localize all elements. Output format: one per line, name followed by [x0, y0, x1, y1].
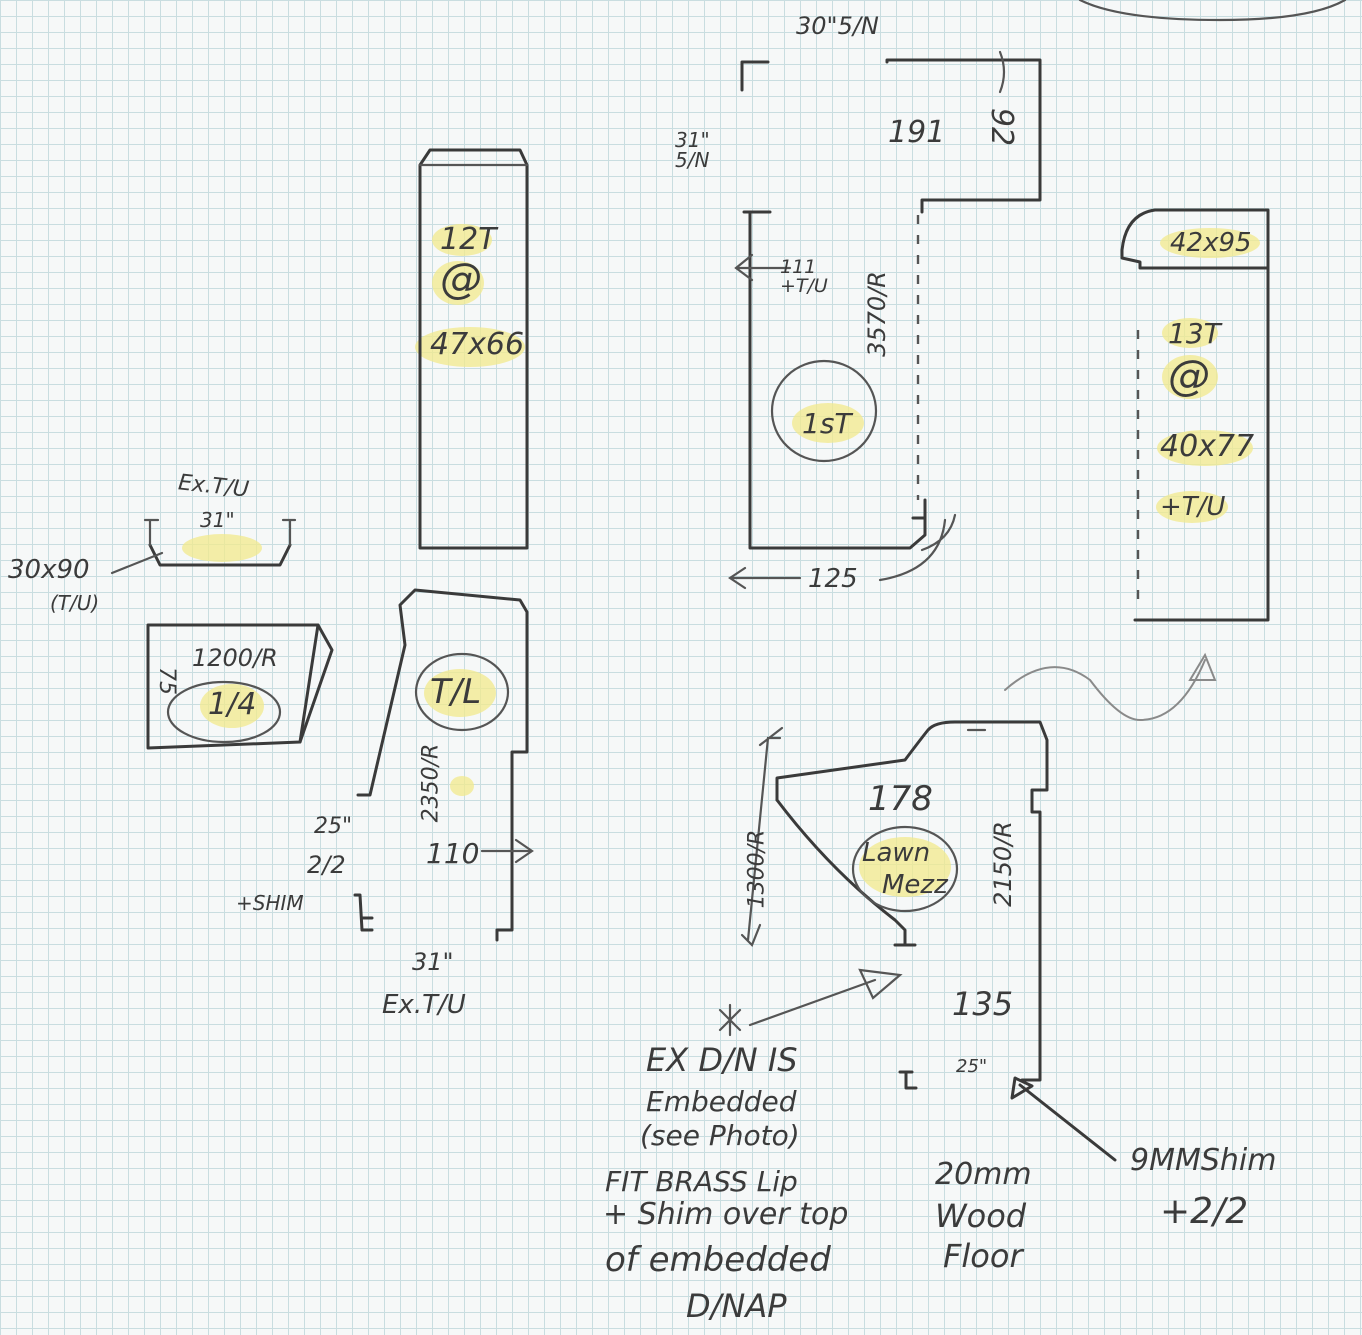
lawn-mezz-line2: Mezz	[882, 870, 948, 900]
room-1st-outline	[728, 50, 1042, 590]
dim-92: 92	[984, 107, 1020, 147]
floor-line2: Wood	[935, 1197, 1027, 1235]
note-shim-over: + Shim over top	[603, 1197, 849, 1232]
shim-left: +SHIM	[236, 891, 304, 915]
ex-tu-bottom: Ex.T/U	[382, 990, 466, 1020]
dim-135: 135	[952, 985, 1014, 1023]
room-lawn-mezz-outline	[718, 720, 1117, 1162]
dim-30-5n: 30"5/N	[796, 12, 879, 40]
dim-40x77: 40x77	[1160, 429, 1255, 464]
note-fit-brass: FIT BRASS Lip	[605, 1165, 798, 1198]
floor-line3: Floor	[943, 1237, 1023, 1275]
dim-47x66: 47x66	[430, 327, 525, 362]
dim-1200r: 1200/R	[192, 644, 278, 672]
shim-9mm: 9MMShim	[1130, 1143, 1277, 1178]
note-ex-dn: EX D/N IS	[646, 1041, 798, 1079]
room-1st: 1sT	[802, 407, 852, 440]
room-12t-outline	[418, 148, 529, 550]
frac-2-2-left: 2/2	[307, 851, 346, 879]
room-13t-outline	[1120, 208, 1270, 622]
dim-31-5n: 31" 5/N	[675, 128, 710, 172]
dim-3570: 3570/R	[862, 271, 891, 357]
room-tl: T/L	[430, 672, 482, 712]
top-right-arc	[1078, 0, 1347, 22]
dim-2350r: 2350/R	[418, 743, 444, 823]
landing-quarter-outline	[146, 623, 334, 750]
dim-191: 191	[888, 115, 946, 150]
dim-75: 75	[154, 667, 179, 695]
dim-1300r: 1300/R	[744, 829, 770, 909]
highlighter-marks	[182, 224, 1260, 897]
note-see-photo: (see Photo)	[640, 1119, 800, 1152]
curvy-arrow-head	[1188, 652, 1217, 681]
dim-25-bottom: 25"	[956, 1056, 988, 1077]
step-31-outline	[110, 518, 297, 575]
dim-31-bottom: 31"	[412, 948, 454, 976]
floor-line1: 20mm	[935, 1157, 1032, 1192]
dim-111-tu: 111 +T/U	[780, 256, 828, 297]
label-42x95: 42x95	[1170, 228, 1252, 258]
note-dnap: D/NAP	[686, 1287, 787, 1325]
dim-2150r: 2150/R	[988, 821, 1017, 907]
dim-31-top: 31"	[200, 508, 235, 532]
note-of-embedded: of embedded	[605, 1240, 831, 1280]
dim-110: 110	[426, 837, 480, 870]
note-embedded: Embedded	[646, 1085, 797, 1118]
tu-right: +T/U	[1160, 492, 1226, 522]
dim-25-left: 25"	[314, 814, 353, 839]
room-12t: 12T	[440, 222, 497, 257]
dim-30x90: 30x90	[8, 555, 90, 585]
curvy-arrow	[1004, 659, 1206, 722]
tu-paren: (T/U)	[50, 591, 100, 615]
dim-178: 178	[868, 779, 933, 819]
at-symbol-2: @	[1168, 351, 1210, 400]
frac-1-4: 1/4	[208, 687, 257, 722]
shim-9mm-frac: +2/2	[1160, 1191, 1249, 1232]
lawn-mezz-line1: Lawn	[862, 838, 931, 868]
at-symbol-1: @	[440, 254, 482, 303]
room-13t: 13T	[1168, 317, 1221, 350]
dim-125: 125	[808, 564, 858, 594]
room-tl-outline	[353, 588, 534, 942]
